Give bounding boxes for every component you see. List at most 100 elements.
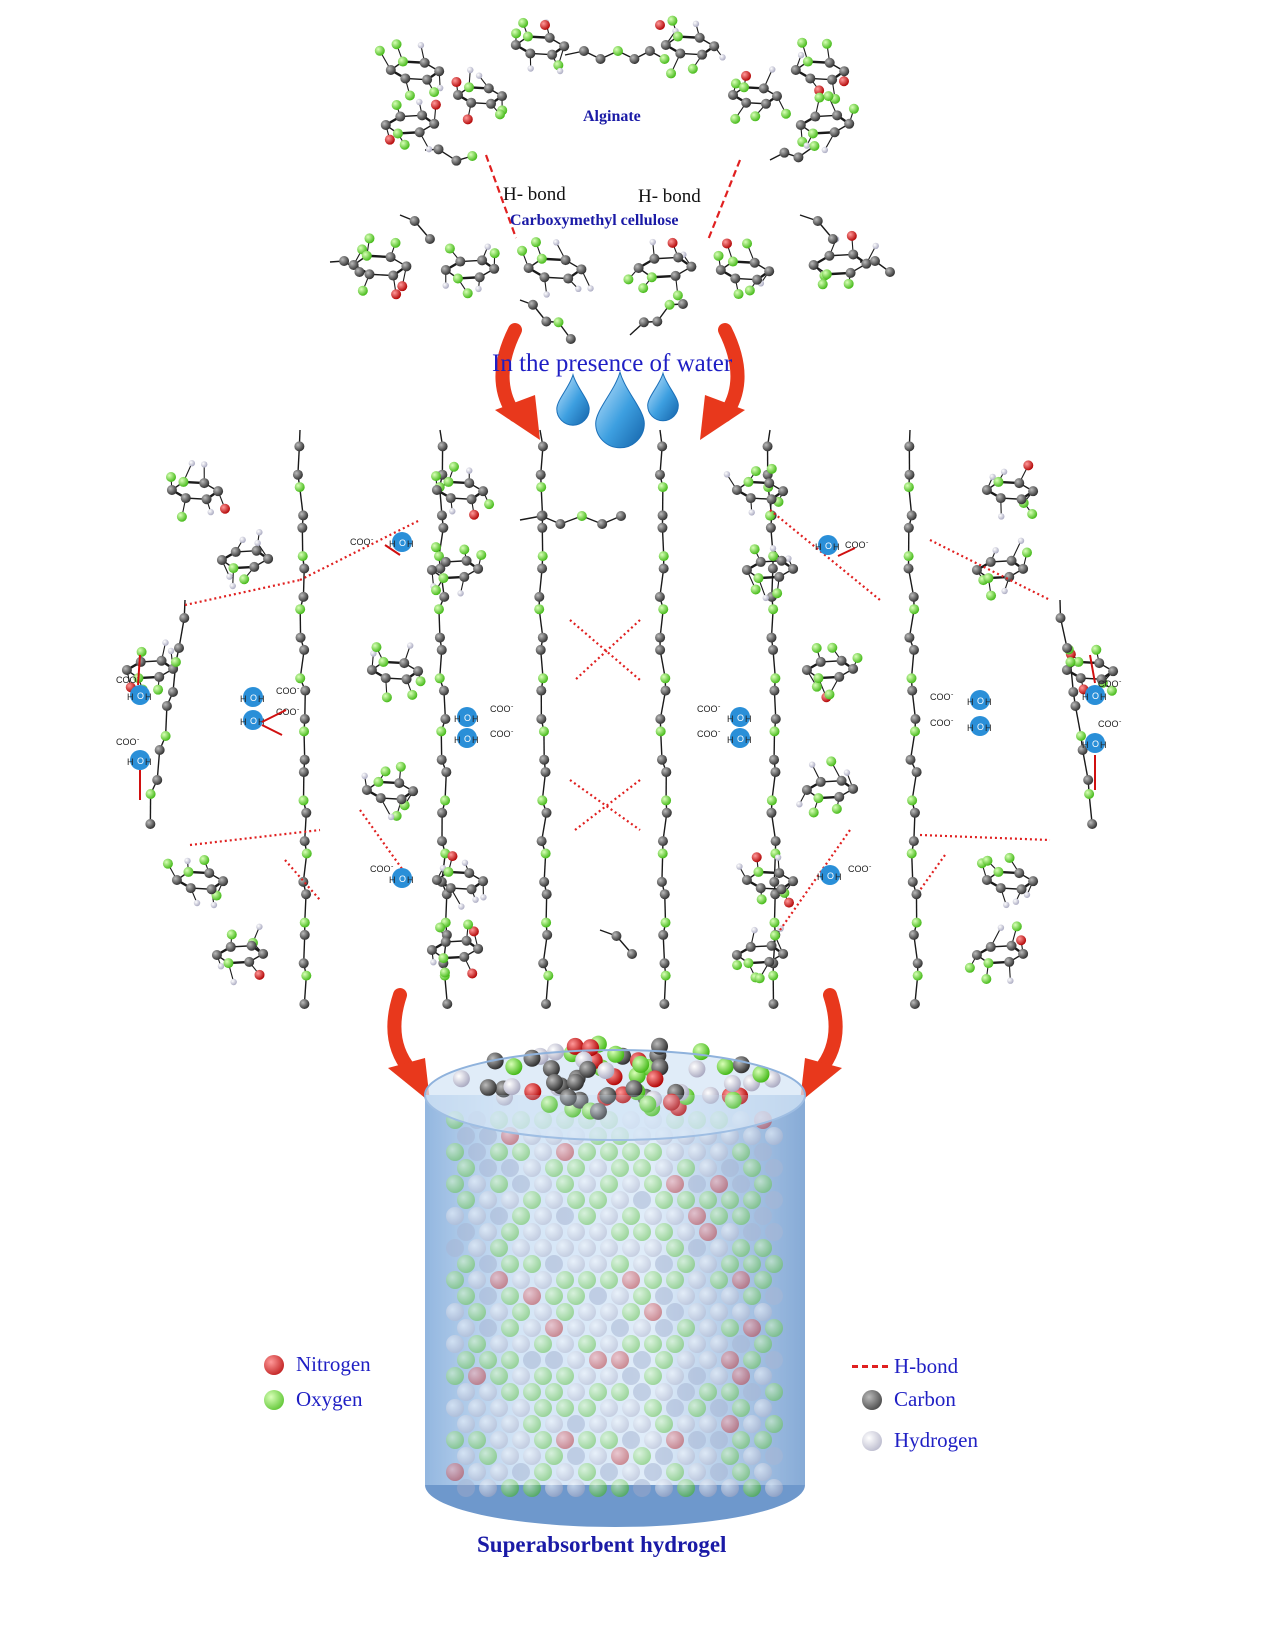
- water-hydrogen-symbol: H: [1082, 692, 1089, 702]
- nitrogen-atom: [255, 970, 265, 980]
- hydrogel-top-sphere: [632, 1056, 649, 1073]
- carbon-atom: [911, 889, 921, 899]
- hydrogen-atom: [189, 460, 195, 466]
- carbon-atom: [576, 264, 586, 274]
- oxygen-atom: [734, 289, 744, 299]
- oxygen-atom: [907, 795, 917, 805]
- charge-sign: -: [866, 538, 869, 546]
- carboxylate-label: COO: [490, 729, 511, 739]
- carbon-atom: [1108, 666, 1118, 676]
- carbon-atom: [771, 714, 781, 724]
- oxygen-atom: [358, 286, 368, 296]
- oxygen-atom: [658, 482, 668, 492]
- hydrogen-atom: [426, 146, 432, 152]
- carbon-atom: [759, 83, 769, 93]
- oxygen-atom: [431, 542, 441, 552]
- carbon-atom: [1017, 494, 1027, 504]
- hydrogen-atom: [168, 648, 174, 654]
- arrow-bottom-left-head: [388, 1058, 430, 1102]
- hbond-line: [575, 620, 640, 680]
- carbon-atom: [910, 999, 920, 1009]
- carbon-atom: [525, 48, 535, 58]
- carbon-atom: [1076, 673, 1086, 683]
- carbon-atom: [408, 786, 418, 796]
- carbon-atom: [394, 778, 404, 788]
- carbon-atom: [770, 767, 780, 777]
- carbon-atom: [364, 269, 374, 279]
- oxygen-atom: [623, 274, 633, 284]
- hydrogen-atom: [736, 863, 742, 869]
- carbon-atom: [539, 755, 549, 765]
- water-hydrogen-symbol: H: [1100, 692, 1107, 702]
- oxygen-atom: [993, 867, 1003, 877]
- oxygen-atom: [808, 128, 818, 138]
- oxygen-atom: [658, 849, 668, 859]
- oxygen-atom: [743, 958, 753, 968]
- water-hydrogen-symbol: H: [833, 542, 840, 552]
- carbon-atom: [339, 256, 349, 266]
- oxygen-atom: [767, 795, 777, 805]
- oxygen-atom: [732, 960, 742, 970]
- carbon-atom: [658, 930, 668, 940]
- carbon-atom: [816, 657, 826, 667]
- carbon-atom: [972, 950, 982, 960]
- carbon-atom: [298, 592, 308, 602]
- water-drop-right-icon: [648, 373, 679, 421]
- hydrogel-top-sphere: [733, 1056, 750, 1073]
- oxygen-atom: [814, 93, 824, 103]
- oxygen-atom: [909, 604, 919, 614]
- legend-oxygen: Oxygen: [264, 1387, 363, 1412]
- hydrogen-atom: [763, 595, 769, 601]
- nitrogen-atom: [655, 20, 665, 30]
- carbon-atom: [768, 999, 778, 1009]
- carbon-atom: [435, 633, 445, 643]
- carboxylate-label: COO: [490, 704, 511, 714]
- carbon-atom: [300, 714, 310, 724]
- carbon-atom: [464, 478, 474, 488]
- carbon-atom: [697, 50, 707, 60]
- charge-sign: -: [718, 727, 721, 735]
- carbon-atom: [401, 261, 411, 271]
- oxygen-atom: [299, 726, 309, 736]
- carbon-atom: [828, 234, 838, 244]
- carbon-atom: [655, 470, 665, 480]
- water-hydrogen-symbol: H: [817, 872, 824, 882]
- carbon-atom: [207, 884, 217, 894]
- oxygen-atom: [299, 795, 309, 805]
- oxygen-atom: [392, 39, 402, 49]
- legend-nitrogen-label: Nitrogen: [296, 1352, 371, 1377]
- charge-sign: -: [137, 735, 140, 743]
- nitrogen-atom: [722, 238, 732, 248]
- carbon-atom: [904, 564, 914, 574]
- carbon-atom: [152, 775, 162, 785]
- nitrogen-atom: [668, 238, 678, 248]
- carbon-atom: [537, 836, 547, 846]
- water-oxygen-symbol: O: [399, 874, 406, 884]
- oxygen-atom: [770, 673, 780, 683]
- oxygen-atom: [809, 141, 819, 151]
- oxygen-atom: [751, 466, 761, 476]
- carbon-atom: [299, 999, 309, 1009]
- oxygen-atom: [537, 795, 547, 805]
- hbond-line: [920, 855, 945, 890]
- hbond-line: [575, 780, 640, 830]
- carbon-atom: [1007, 556, 1017, 566]
- hydrogen-atom: [527, 65, 533, 71]
- carbon-atom: [300, 686, 310, 696]
- carbon-atom: [437, 645, 447, 655]
- oxygen-atom: [904, 551, 914, 561]
- carbon-atom: [611, 931, 621, 941]
- carbon-atom: [909, 645, 919, 655]
- carbon-atom: [769, 877, 779, 887]
- charge-sign: -: [297, 684, 300, 692]
- carbon-atom: [655, 714, 665, 724]
- carbon-atom: [1083, 775, 1093, 785]
- oxygen-atom: [538, 673, 548, 683]
- carbon-atom: [294, 441, 304, 451]
- carbon-atom: [837, 656, 847, 666]
- oxygen-atom: [178, 477, 188, 487]
